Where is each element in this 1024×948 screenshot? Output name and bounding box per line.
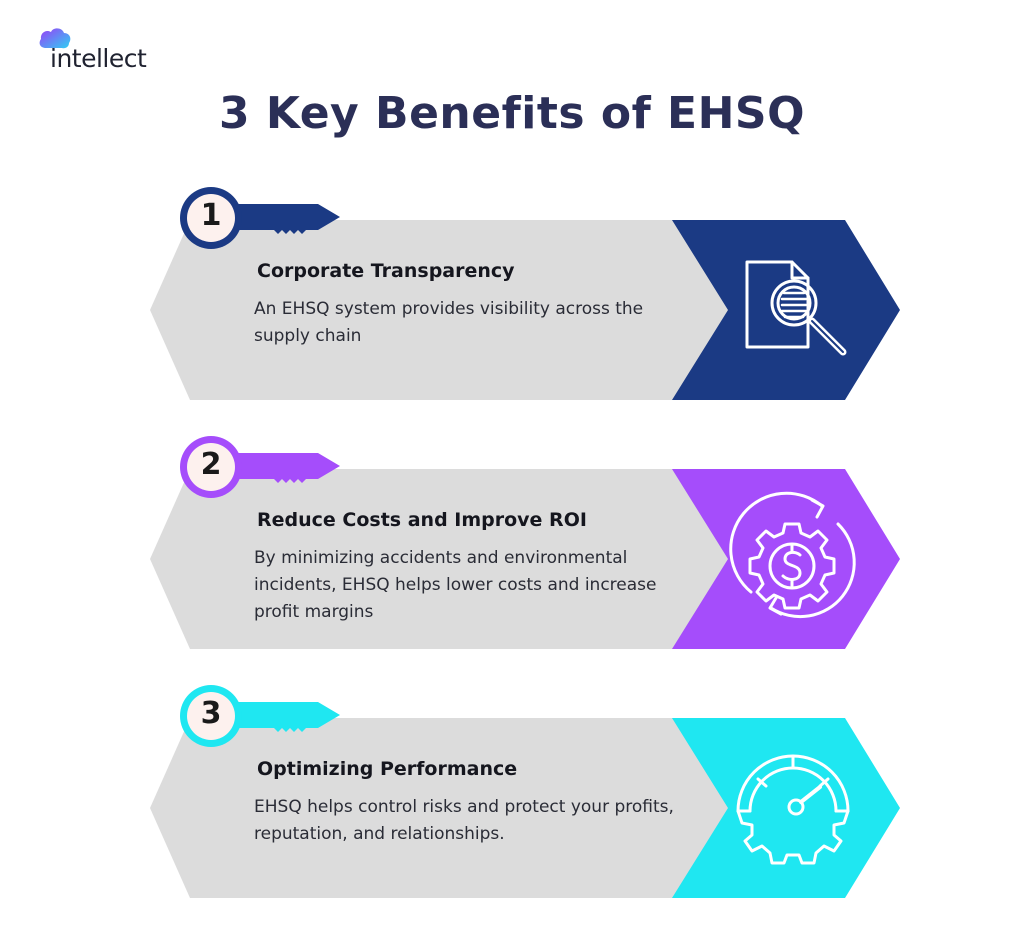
page-title: 3 Key Benefits of EHSQ <box>218 88 806 139</box>
gear-dollar-cycle-icon <box>729 491 856 619</box>
brand-name: intellect <box>50 44 147 73</box>
document-search-icon <box>745 260 847 356</box>
card-1-shape <box>150 187 900 400</box>
benefit-1-title: Corporate Transparency <box>257 260 515 282</box>
gauge-gear-icon <box>736 754 850 865</box>
benefit-2-text: By minimizing accidents and environmenta… <box>254 548 657 622</box>
card-2-shape <box>150 436 900 649</box>
benefit-2-title: Reduce Costs and Improve ROI <box>257 509 587 531</box>
benefit-card-2: 2 Reduce Costs and Improve ROI By minimi… <box>0 434 1024 664</box>
logo-cloud-icon <box>39 28 71 49</box>
benefit-card-3: 3 Optimizing Performance EHSQ helps cont… <box>0 683 1024 913</box>
benefit-3-title: Optimizing Performance <box>257 758 518 780</box>
benefit-3-text: EHSQ helps control risks and protect you… <box>254 797 674 844</box>
benefit-2-number: 2 <box>200 447 222 482</box>
benefit-3-number: 3 <box>200 696 222 731</box>
benefit-card-1: 1 Corporate Transparency An EHSQ system … <box>0 185 1024 415</box>
benefit-1-number: 1 <box>200 198 222 233</box>
brand-logo: intellect <box>34 24 184 80</box>
card-3-shape <box>150 685 900 898</box>
benefit-1-text: An EHSQ system provides visibility acros… <box>254 299 644 346</box>
